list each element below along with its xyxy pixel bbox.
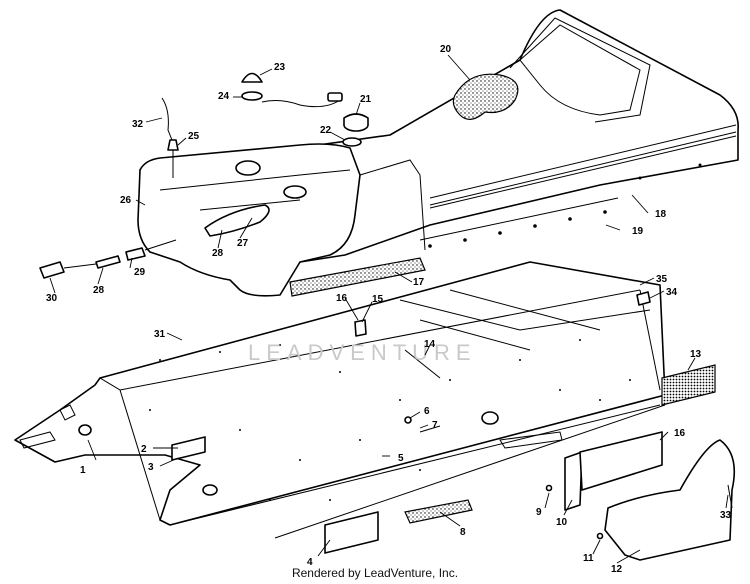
callout-19: 19 xyxy=(632,226,644,237)
callout-18: 18 xyxy=(655,209,667,220)
callout-16a: 16 xyxy=(336,293,348,304)
callout-34: 34 xyxy=(666,287,678,298)
filter-assembly xyxy=(39,239,177,279)
callout-leaders xyxy=(49,54,729,564)
callout-16b: 16 xyxy=(674,428,686,439)
callout-12: 12 xyxy=(611,564,623,575)
callout-28b: 28 xyxy=(93,285,105,296)
watermark-text: LEADVENTURE xyxy=(248,340,477,365)
callout-6: 6 xyxy=(424,406,430,417)
callout-33: 33 xyxy=(720,510,732,521)
callout-26: 26 xyxy=(120,195,132,206)
callout-23: 23 xyxy=(274,62,286,73)
callout-9: 9 xyxy=(536,507,542,518)
callout-1: 1 xyxy=(80,465,86,476)
fuel-line xyxy=(161,97,179,178)
brackets xyxy=(171,291,736,561)
callout-27: 27 xyxy=(237,238,249,249)
callout-15: 15 xyxy=(372,294,384,305)
callout-10: 10 xyxy=(556,517,568,528)
callout-13: 13 xyxy=(690,349,702,360)
callout-22: 22 xyxy=(320,125,332,136)
belly-pan xyxy=(14,261,666,539)
callout-29: 29 xyxy=(134,267,146,278)
callout-24: 24 xyxy=(218,91,230,102)
render-credit: Rendered by LeadVenture, Inc. xyxy=(291,566,459,580)
rivet-holes xyxy=(149,339,631,501)
callout-17: 17 xyxy=(413,277,425,288)
callout-32: 32 xyxy=(132,119,144,130)
callout-30: 30 xyxy=(46,293,58,304)
callout-25: 25 xyxy=(188,131,200,142)
callout-20: 20 xyxy=(440,44,452,55)
callout-8: 8 xyxy=(460,527,466,538)
callout-11: 11 xyxy=(583,553,594,564)
fuel-caps xyxy=(241,72,369,147)
callout-2: 2 xyxy=(141,444,147,455)
callout-numbers: 1 2 3 4 5 6 7 8 9 10 11 12 13 14 15 16 1… xyxy=(46,44,732,575)
callout-21: 21 xyxy=(360,94,372,105)
callout-14: 14 xyxy=(424,339,436,350)
callout-7: 7 xyxy=(432,420,438,431)
fuel-tank xyxy=(137,143,426,297)
callout-3: 3 xyxy=(148,462,154,473)
callout-31: 31 xyxy=(154,329,166,340)
callout-5: 5 xyxy=(398,453,404,464)
callout-4: 4 xyxy=(307,557,313,568)
callout-28a: 28 xyxy=(212,248,224,259)
callout-35: 35 xyxy=(656,274,668,285)
